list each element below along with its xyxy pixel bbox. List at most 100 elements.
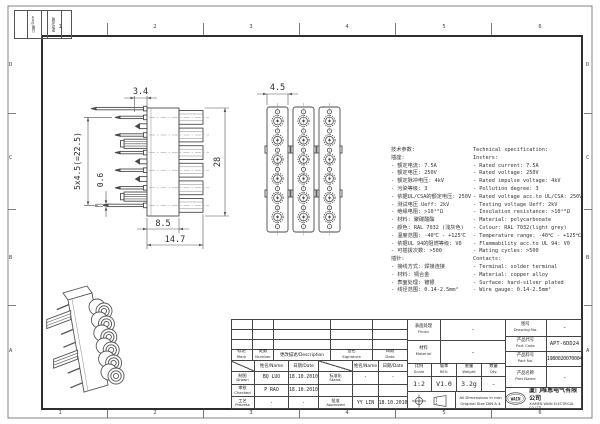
drawing-no-value: - [547, 319, 582, 337]
part-code-value: APT-6DD24 [547, 337, 582, 352]
spec-line: - Insulation resistance: >10¹⁰Ω [473, 209, 570, 216]
spec-line: - Colour: RAL 7032(light grey) [473, 224, 567, 231]
subheader-name: 姓名/Name [254, 361, 288, 372]
spec-line: - Terminal: solder terminal [473, 263, 558, 270]
spec-line: - 额定脉冲电压: 4kV [391, 178, 444, 185]
zone-label: B [586, 255, 590, 261]
spec-line: Insters: [473, 154, 498, 161]
subheader-date2: 日期/Date [378, 361, 407, 372]
subheader-date: 日期/Date [288, 361, 318, 372]
grid-line [505, 319, 506, 409]
spec-line: - Pollution degree: 3 [473, 185, 539, 192]
zone-label: 3 [249, 410, 253, 416]
solder-pins [90, 105, 148, 209]
dim-pin-pitch: 5x4.5(=22.5) [73, 132, 82, 190]
weight-value: 3.2g [456, 377, 481, 392]
zone-label: C [586, 155, 590, 161]
spec-line: - Material: copper alloy [473, 271, 548, 278]
spec-text-chinese: 技术参数:插座:- 额定电流: 7.5A- 额定电压: 250V- 额定脉冲电压… [391, 147, 471, 295]
revision-strip: 日期/Date 更改/说明 [14, 10, 72, 39]
spec-line: - 颜色: RAL 7032 (浅灰色) [391, 224, 464, 231]
isometric-view [46, 285, 125, 393]
zone-label: 6 [538, 24, 542, 30]
drawing-frame [41, 35, 583, 410]
zone-label: A [586, 348, 590, 354]
zone-label: B [9, 255, 13, 261]
module-notches [264, 145, 343, 198]
spec-line: - Rated current: 7.5A [473, 162, 539, 169]
company-name-en: XIAMEN WAIN ELECTRICAL CO.LTD [529, 401, 575, 409]
zone-label: 1 [58, 410, 62, 416]
scale-value: 1:2 [407, 377, 431, 392]
spec-line: - Rated voltage acc.to UL/CSA: 250V [473, 193, 583, 200]
spec-line: - Material: polycarbonate [473, 217, 552, 224]
spec-line: - 额定电压: 250V [391, 170, 437, 177]
subheader-diagonal [318, 361, 352, 372]
spec-line: - Rated voltage: 250V [473, 170, 539, 177]
spec-line: - 依据UL 94的阻燃等级: V0 [391, 240, 462, 247]
spec-line: - 接线方式: 焊接连接 [391, 263, 445, 270]
spec-line: - Rated impulse voltage: 4kV [473, 178, 561, 185]
spec-line: Contacts: [473, 256, 502, 263]
rev-header-description: 更改描述/Description [273, 349, 330, 361]
spec-line: - Temperature range: -40℃ - +125℃ [473, 232, 582, 239]
rear-view-dimension [257, 92, 298, 105]
revision-strip-date-label: 日期/Date [31, 16, 36, 33]
spec-line: 技术参数: [391, 147, 415, 153]
spec-line: - 额定电流: 7.5A [391, 162, 437, 169]
zone-label: 4 [345, 24, 349, 30]
spec-line: - 材料: 铜合金 [391, 271, 430, 278]
subheader-diagonal [231, 361, 254, 372]
spec-line: - Testing voltage Ueff: 2kV [473, 201, 558, 208]
spec-line: - 测试电压 Ueff: 2kV [391, 201, 450, 208]
zone-label: 6 [538, 410, 542, 416]
svg-text:WAIN: WAIN [511, 396, 521, 401]
zone-label: 4 [345, 410, 349, 416]
spec-line: - 可插拔次数: >500 [391, 248, 442, 255]
spec-line: - 依据UL/CSA的额定电压: 250V [391, 193, 472, 200]
dimension-note: All Dimensions in mm Original Size DIN A… [459, 395, 502, 406]
spec-line: 插针: [391, 256, 405, 263]
grid-line [273, 319, 274, 349]
spec-line: - Wire gauge: 0.14-2.5mm² [473, 287, 552, 294]
spec-line: - 材料: 聚碳酸酯 [391, 217, 435, 224]
rev-value: V1.0 [431, 377, 456, 392]
grid-line [252, 319, 253, 349]
spec-text-english: Technical specification:Insters:- Rated … [473, 147, 582, 295]
spec-line: - Mating cycles: >500 [473, 248, 539, 255]
dim-body-height: 28 [213, 157, 223, 167]
spec-line: - 线径范围: 0.14-2.5mm² [391, 287, 459, 294]
wain-logo: WAIN [505, 392, 526, 405]
subheader-name2: 姓名/Name [352, 361, 378, 372]
spec-line: - 污染等级: 3 [391, 185, 428, 192]
part-no-value: 1980020070004 [547, 352, 582, 367]
dim-total-depth: 14.7 [165, 235, 185, 245]
finish-value: - [441, 319, 505, 341]
side-view [90, 105, 209, 217]
grid-line [231, 349, 407, 350]
zone-label: 5 [442, 410, 446, 416]
dim-body-depth: 8.5 [155, 219, 170, 229]
spec-line: - Surface: hard-silver plated [473, 279, 564, 286]
zone-label: 2 [153, 24, 157, 30]
grid-line [330, 319, 331, 349]
zone-label: C [9, 155, 13, 161]
company-block: WAIN 厦门唯恩电气有限公司 XIAMEN WAIN ELECTRICAL C… [505, 388, 582, 409]
outer-border [7, 5, 593, 419]
short-pins [134, 123, 148, 183]
side-view-dimensions [84, 96, 229, 249]
spec-line: - 绝缘电阻: >10¹⁰Ω [391, 209, 443, 216]
